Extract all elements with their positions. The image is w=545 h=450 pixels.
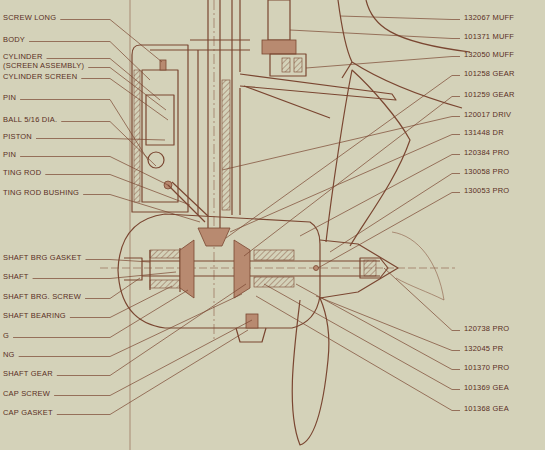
muffler-housing — [366, 0, 470, 52]
shaft-bearing — [150, 248, 180, 292]
propeller-shaft — [142, 261, 380, 276]
leader-line — [256, 296, 460, 411]
muffler-tube — [268, 0, 290, 40]
propeller-nut — [360, 258, 388, 278]
leader-line — [296, 284, 460, 370]
leader-line — [340, 16, 460, 20]
leader-line — [20, 157, 168, 186]
part-label: SHAFT BRG. SCREW — [2, 292, 82, 301]
leader-line — [290, 30, 460, 39]
part-number-label: 101368 GEA — [463, 404, 510, 413]
part-number-label: 101369 GEA — [463, 383, 510, 392]
part-label: SHAFT GEAR — [2, 369, 54, 378]
leader-line — [85, 278, 140, 299]
part-label: SHAFT — [2, 272, 30, 281]
part-number-label: 132067 MUFF — [463, 13, 515, 22]
pump-piston — [146, 95, 174, 145]
leader-line — [83, 195, 200, 223]
center-line — [214, 0, 215, 340]
part-label: CYLINDER SCREEN — [2, 72, 78, 81]
leader-line — [54, 320, 252, 396]
part-label: (SCREEN ASSEMBLY) — [2, 61, 85, 70]
part-number-label: 120738 PRO — [463, 324, 510, 333]
part-label: G — [2, 331, 10, 340]
part-label: SHAFT BRG GASKET — [2, 253, 83, 262]
leader-line — [318, 193, 460, 269]
part-label: CAP SCREW — [2, 389, 51, 398]
leader-line — [384, 268, 460, 331]
drive-shaft — [208, 0, 220, 245]
leader-line — [86, 260, 151, 263]
part-number-label: 130053 PRO — [463, 186, 510, 195]
leader-line — [60, 20, 162, 63]
part-number-label: 101259 GEAR — [463, 90, 516, 99]
drive-pin — [314, 266, 319, 271]
leader-line — [61, 122, 156, 167]
part-label: SHAFT BEARING — [2, 311, 67, 320]
housing-rib — [244, 86, 330, 118]
part-label: NG — [2, 350, 16, 359]
leader-line — [244, 97, 460, 257]
part-number-label: 120384 PRO — [463, 148, 510, 157]
leader-line — [316, 296, 460, 351]
leader-line — [264, 284, 460, 390]
gear-case — [118, 214, 320, 328]
pinion-gear — [198, 228, 230, 246]
drive-shaft-housing — [232, 0, 240, 215]
part-label: BODY — [2, 35, 26, 44]
part-label: CYLINDER — [2, 52, 44, 61]
leader-line — [36, 139, 165, 141]
part-label: CAP GASKET — [2, 408, 54, 417]
propeller-blade — [326, 70, 410, 246]
part-number-label: 132050 MUFF — [463, 50, 515, 59]
center-line — [100, 268, 455, 269]
part-number-label: 101370 PRO — [463, 363, 510, 372]
leader-line — [226, 76, 460, 239]
construction-line — [130, 0, 131, 450]
part-label: PIN — [2, 150, 17, 159]
pump-body — [132, 45, 188, 212]
cavitation-plate — [240, 74, 396, 100]
leader-line — [88, 68, 166, 111]
leader-line — [306, 57, 460, 69]
leader-line — [20, 100, 148, 161]
part-label: BALL 5/16 DIA. — [2, 115, 58, 124]
muffler-housing — [338, 0, 462, 108]
part-number-label: 120017 DRIV — [463, 110, 512, 119]
part-label: TING ROD — [2, 168, 42, 177]
leader-line — [222, 117, 460, 171]
leader-line — [19, 294, 242, 357]
leader-line — [330, 174, 460, 253]
muffler-fitting — [270, 54, 306, 76]
reverse-gear — [180, 240, 194, 298]
cap-screw — [246, 314, 258, 328]
leader-line — [57, 284, 246, 376]
propeller-hub — [320, 240, 398, 298]
part-label: TING ROD BUSHING — [2, 188, 80, 197]
leader-line — [57, 330, 248, 415]
part-number-label: 130058 PRO — [463, 167, 510, 176]
leader-line — [230, 135, 460, 233]
part-number-label: 101371 MUFF — [463, 32, 515, 41]
leader-line — [70, 286, 172, 318]
muffler-nut — [262, 40, 296, 54]
propeller-blade — [392, 232, 444, 300]
part-number-label: 132045 PR — [463, 344, 504, 353]
leader-line — [33, 272, 176, 279]
part-number-label: 101258 GEAR — [463, 69, 516, 78]
leader-line — [300, 155, 460, 237]
part-number-label: 131448 DR — [463, 128, 505, 137]
part-label: SCREW LONG — [2, 13, 57, 22]
drive-gear — [234, 240, 250, 298]
housing-wall — [150, 40, 250, 215]
part-label: PIN — [2, 93, 17, 102]
part-label: PISTON — [2, 132, 33, 141]
